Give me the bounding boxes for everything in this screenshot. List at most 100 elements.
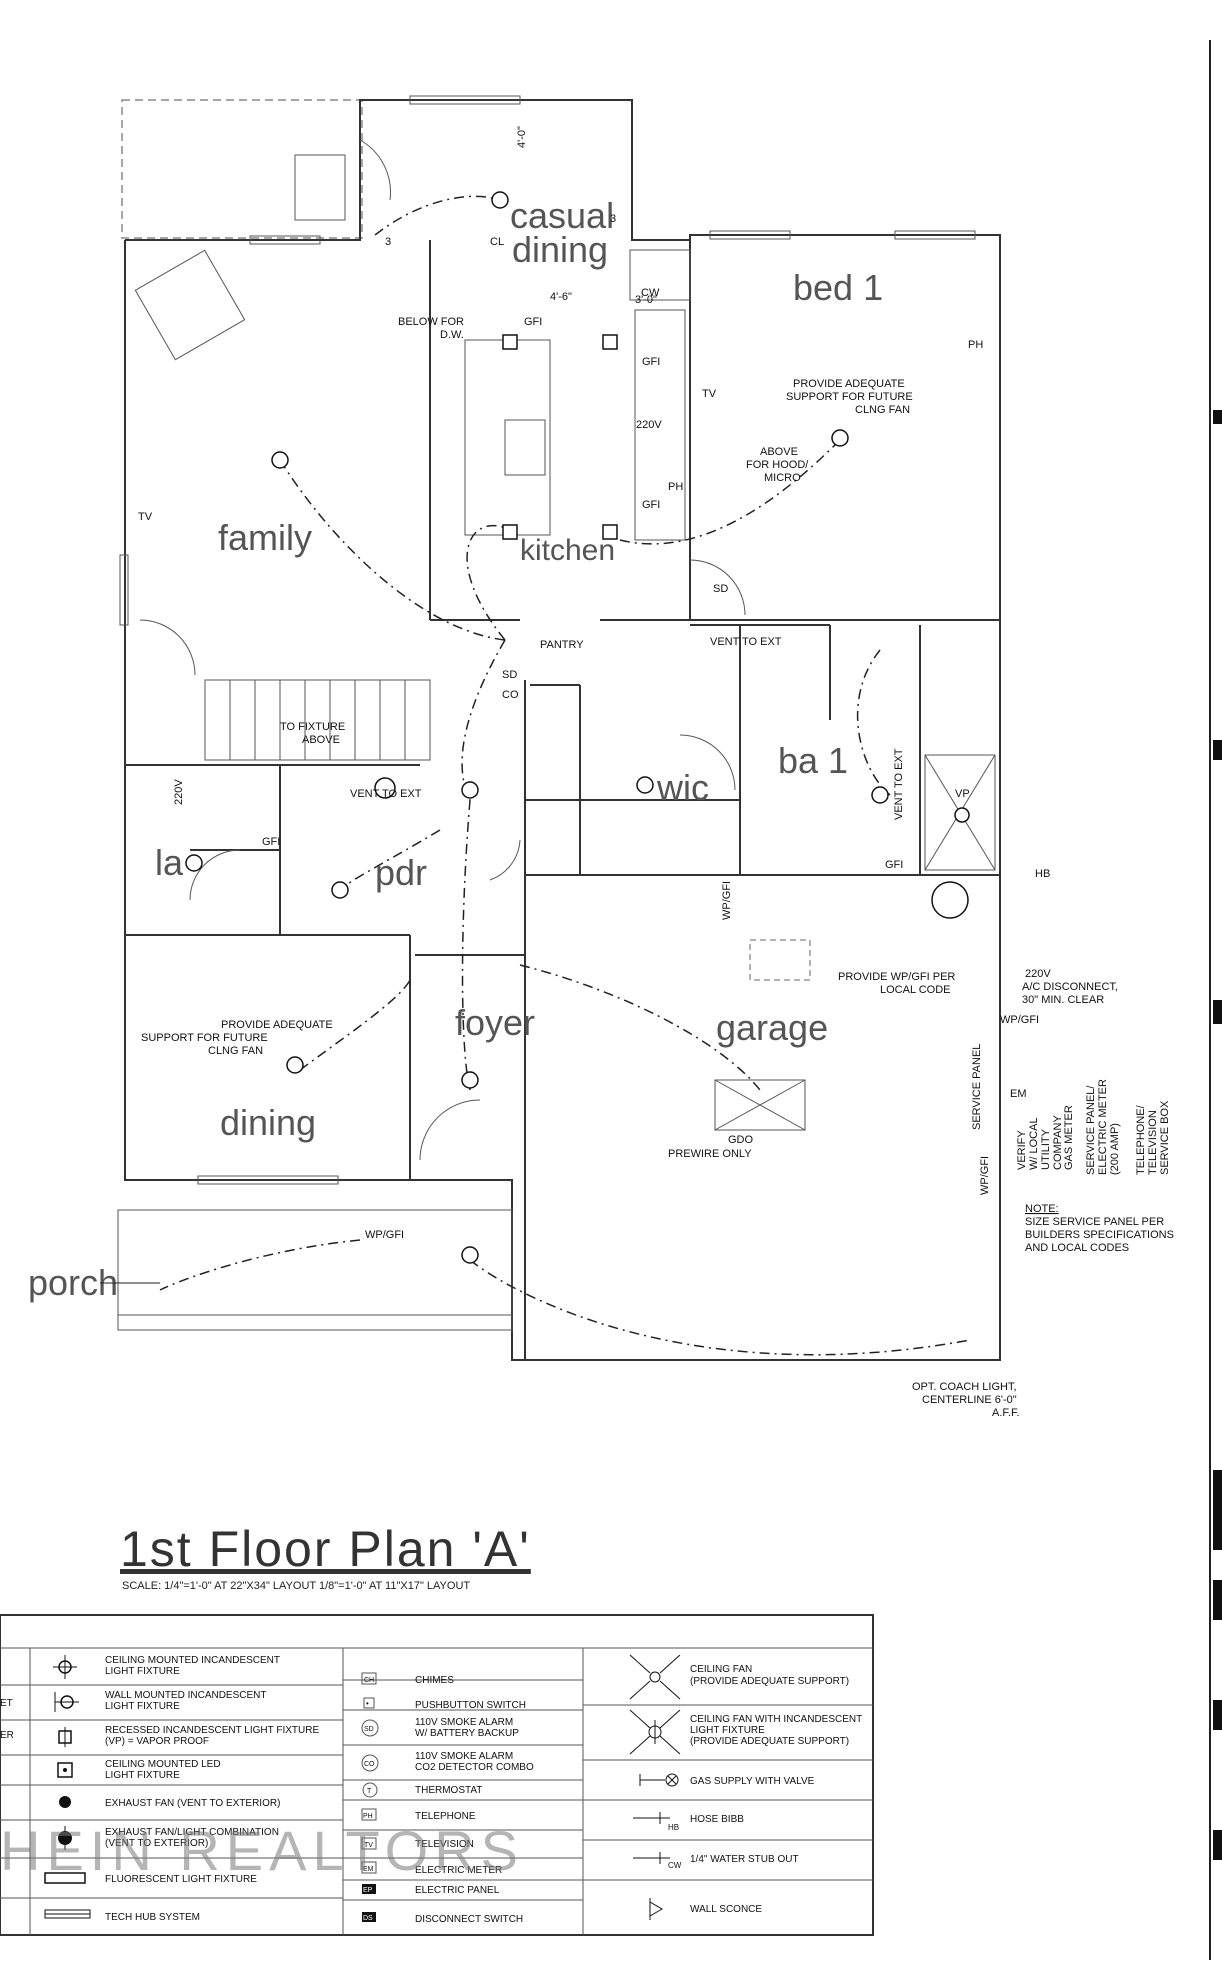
recessed-light-icon bbox=[58, 1727, 72, 1747]
svg-text:PROVIDE ADEQUATE: PROVIDE ADEQUATE bbox=[221, 1019, 333, 1031]
hose-bibb-icon: HB bbox=[633, 1812, 679, 1832]
legend-smoke-co-2: CO2 DETECTOR COMBO bbox=[415, 1762, 534, 1773]
legend-telephone: TELEPHONE bbox=[415, 1811, 476, 1822]
room-label-family: family bbox=[218, 517, 312, 558]
legend-hose-bibb: HOSE BIBB bbox=[690, 1814, 744, 1825]
exhaust-fan-light-icon bbox=[58, 1826, 72, 1850]
svg-text:WP/GFI: WP/GFI bbox=[979, 1156, 991, 1195]
disconnect-switch-icon: DS bbox=[362, 1912, 376, 1922]
room-label-kitchen: kitchen bbox=[520, 534, 615, 567]
svg-text:BUILDERS SPECIFICATIONS: BUILDERS SPECIFICATIONS bbox=[1025, 1229, 1174, 1241]
svg-text:A.F.F.: A.F.F. bbox=[992, 1407, 1020, 1419]
sheet-edge-mark bbox=[1213, 410, 1222, 424]
svg-text:PREWIRE ONLY: PREWIRE ONLY bbox=[668, 1148, 752, 1160]
room-label-wic: wic bbox=[656, 767, 709, 808]
gas-valve-icon bbox=[639, 1773, 679, 1787]
svg-text:220V: 220V bbox=[173, 779, 185, 805]
room-label-ba1: ba 1 bbox=[778, 740, 848, 781]
svg-text:SERVICE PANEL/: SERVICE PANEL/ bbox=[1085, 1085, 1097, 1175]
svg-text:SUPPORT FOR FUTURE: SUPPORT FOR FUTURE bbox=[141, 1032, 268, 1044]
electric-meter-icon: EM bbox=[361, 1861, 377, 1874]
room-label-la: la bbox=[155, 842, 184, 883]
room-label-casual-dining: dining bbox=[512, 229, 608, 270]
light-fixtures bbox=[185, 191, 970, 1264]
plan-scale-note: SCALE: 1/4"=1'-0" AT 22"X34" LAYOUT 1/8"… bbox=[122, 1580, 471, 1592]
svg-text:UTILITY: UTILITY bbox=[1040, 1128, 1052, 1170]
legend-tech-hub: TECH HUB SYSTEM bbox=[105, 1912, 200, 1923]
legend-fan-light-2: LIGHT FIXTURE bbox=[690, 1725, 765, 1736]
svg-text:SERVICE BOX: SERVICE BOX bbox=[1159, 1100, 1171, 1175]
legend-exhaust-fan: EXHAUST FAN (VENT TO EXTERIOR) bbox=[105, 1798, 280, 1809]
legend-exhaust-light-2: (VENT TO EXTERIOR) bbox=[105, 1838, 208, 1849]
fluorescent-light-icon bbox=[44, 1872, 86, 1884]
svg-text:DS: DS bbox=[363, 1915, 373, 1922]
led-light-icon bbox=[57, 1762, 73, 1778]
water-stub-icon: CW bbox=[633, 1852, 682, 1870]
legend-edge-fragment: ET bbox=[0, 1698, 13, 1709]
exhaust-fan-icon bbox=[59, 1796, 71, 1808]
sheet-edge-mark bbox=[1213, 1580, 1222, 1620]
legend-wall-light-2: LIGHT FIXTURE bbox=[105, 1701, 180, 1712]
fireplace bbox=[134, 249, 246, 361]
sheet-edge-mark bbox=[1213, 1000, 1222, 1024]
svg-text:SIZE SERVICE PANEL PER: SIZE SERVICE PANEL PER bbox=[1025, 1216, 1164, 1228]
svg-text:ABOVE: ABOVE bbox=[302, 734, 340, 746]
svg-text:GFI: GFI bbox=[885, 859, 903, 871]
legend-smoke-co-1: 110V SMOKE ALARM bbox=[415, 1751, 513, 1762]
svg-text:OPT. COACH LIGHT,: OPT. COACH LIGHT, bbox=[912, 1381, 1017, 1393]
svg-text:EP: EP bbox=[363, 1887, 373, 1894]
sheet-edge-mark bbox=[1213, 1700, 1222, 1730]
staircase bbox=[204, 679, 431, 761]
plan-title: 1st Floor Plan 'A' bbox=[120, 1521, 531, 1577]
legend-smoke-2: W/ BATTERY BACKUP bbox=[415, 1728, 519, 1739]
tech-hub-icon bbox=[44, 1909, 91, 1919]
svg-text:4'-0": 4'-0" bbox=[516, 126, 528, 148]
svg-text:220V: 220V bbox=[636, 419, 662, 431]
wall-sconce-icon bbox=[649, 1898, 663, 1920]
ceiling-fan-icon bbox=[629, 1654, 681, 1700]
svg-text:MICRO: MICRO bbox=[764, 472, 801, 484]
ceiling-light-icon bbox=[53, 1655, 77, 1679]
svg-text:CW: CW bbox=[668, 1861, 682, 1870]
svg-text:TELEVISION: TELEVISION bbox=[1147, 1110, 1159, 1175]
svg-text:CLNG FAN: CLNG FAN bbox=[855, 404, 910, 416]
windows bbox=[119, 95, 976, 1185]
svg-text:GFI: GFI bbox=[262, 836, 280, 848]
svg-text:VENT TO EXT: VENT TO EXT bbox=[893, 748, 905, 820]
svg-text:BELOW FOR: BELOW FOR bbox=[398, 316, 464, 328]
legend-water-stub: 1/4" WATER STUB OUT bbox=[690, 1854, 799, 1865]
legend-pushbutton: PUSHBUTTON SWITCH bbox=[415, 1700, 526, 1711]
television-icon: TV bbox=[361, 1837, 377, 1850]
plan-notes: 4'-0" 4'-6" 3'-0" CL 3 3 BELOW FOR D.W. … bbox=[138, 126, 1174, 1419]
svg-text:TV: TV bbox=[702, 388, 717, 400]
svg-text:VENT TO EXT: VENT TO EXT bbox=[350, 788, 422, 800]
patio-outline bbox=[121, 99, 363, 239]
svg-text:TO FIXTURE: TO FIXTURE bbox=[280, 721, 345, 733]
svg-text:CENTERLINE 6'-0": CENTERLINE 6'-0" bbox=[922, 1394, 1017, 1406]
legend-chimes: CHIMES bbox=[415, 1675, 454, 1686]
svg-text:GFI: GFI bbox=[642, 499, 660, 511]
legend-fan-1: CEILING FAN bbox=[690, 1664, 752, 1675]
svg-text:WP/GFI: WP/GFI bbox=[365, 1229, 404, 1241]
svg-text:ELECTRIC METER: ELECTRIC METER bbox=[1097, 1079, 1109, 1175]
electric-panel-icon: EP bbox=[362, 1884, 376, 1894]
room-label-pdr: pdr bbox=[375, 852, 427, 893]
svg-text:CL: CL bbox=[490, 236, 504, 248]
svg-text:3'-0": 3'-0" bbox=[635, 294, 657, 306]
legend-electric-panel: ELECTRIC PANEL bbox=[415, 1885, 500, 1896]
doors bbox=[139, 139, 746, 1161]
svg-text:SD: SD bbox=[713, 583, 728, 595]
svg-text:CW: CW bbox=[641, 287, 660, 299]
svg-text:GFI: GFI bbox=[524, 316, 542, 328]
svg-text:CH: CH bbox=[364, 1677, 374, 1684]
svg-text:PH: PH bbox=[968, 339, 983, 351]
svg-text:GFI: GFI bbox=[642, 356, 660, 368]
legend-ceiling-light-2: LIGHT FIXTURE bbox=[105, 1666, 180, 1677]
svg-text:SD: SD bbox=[502, 669, 517, 681]
garage-attic-outline bbox=[749, 939, 811, 981]
walls bbox=[117, 99, 1001, 1361]
svg-text:WP/GFI: WP/GFI bbox=[1000, 1014, 1039, 1026]
svg-text:CO: CO bbox=[364, 1761, 375, 1768]
svg-text:•: • bbox=[366, 1699, 369, 1708]
